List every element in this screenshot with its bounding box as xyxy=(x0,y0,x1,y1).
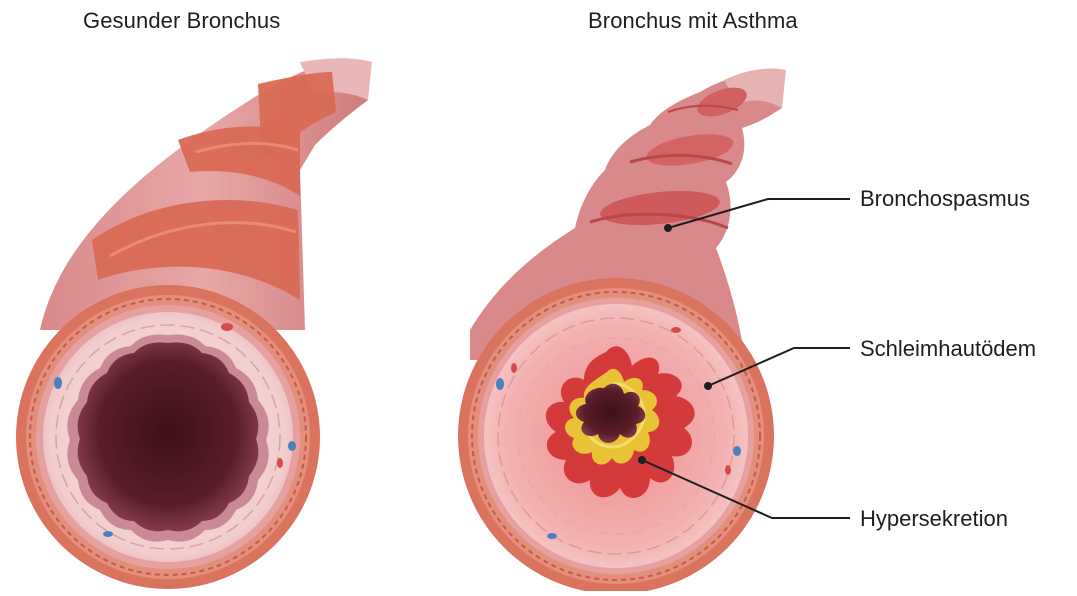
vessel-blue xyxy=(733,446,741,456)
vessel-blue xyxy=(54,377,62,389)
vessel-blue xyxy=(103,531,113,537)
asthma-bronchus xyxy=(458,68,786,591)
title-healthy-bronchus: Gesunder Bronchus xyxy=(83,8,280,34)
label-hypersecretion: Hypersekretion xyxy=(860,506,1008,532)
leader-dot xyxy=(704,382,712,390)
vessel-blue xyxy=(496,378,504,390)
healthy-bronchus xyxy=(16,58,372,589)
vessel-red xyxy=(221,323,233,331)
leader-dot xyxy=(638,456,646,464)
vessel-red xyxy=(725,465,731,475)
vessel-red xyxy=(277,458,283,468)
leader-dot xyxy=(664,224,672,232)
vessel-blue xyxy=(547,533,557,539)
label-mucosal-edema: Schleimhautödem xyxy=(860,336,1036,362)
vessel-red xyxy=(511,363,517,373)
vessel-blue xyxy=(288,441,296,451)
title-asthma-bronchus: Bronchus mit Asthma xyxy=(588,8,798,34)
vessel-red xyxy=(671,327,681,333)
label-bronchospasm: Bronchospasmus xyxy=(860,186,1030,212)
